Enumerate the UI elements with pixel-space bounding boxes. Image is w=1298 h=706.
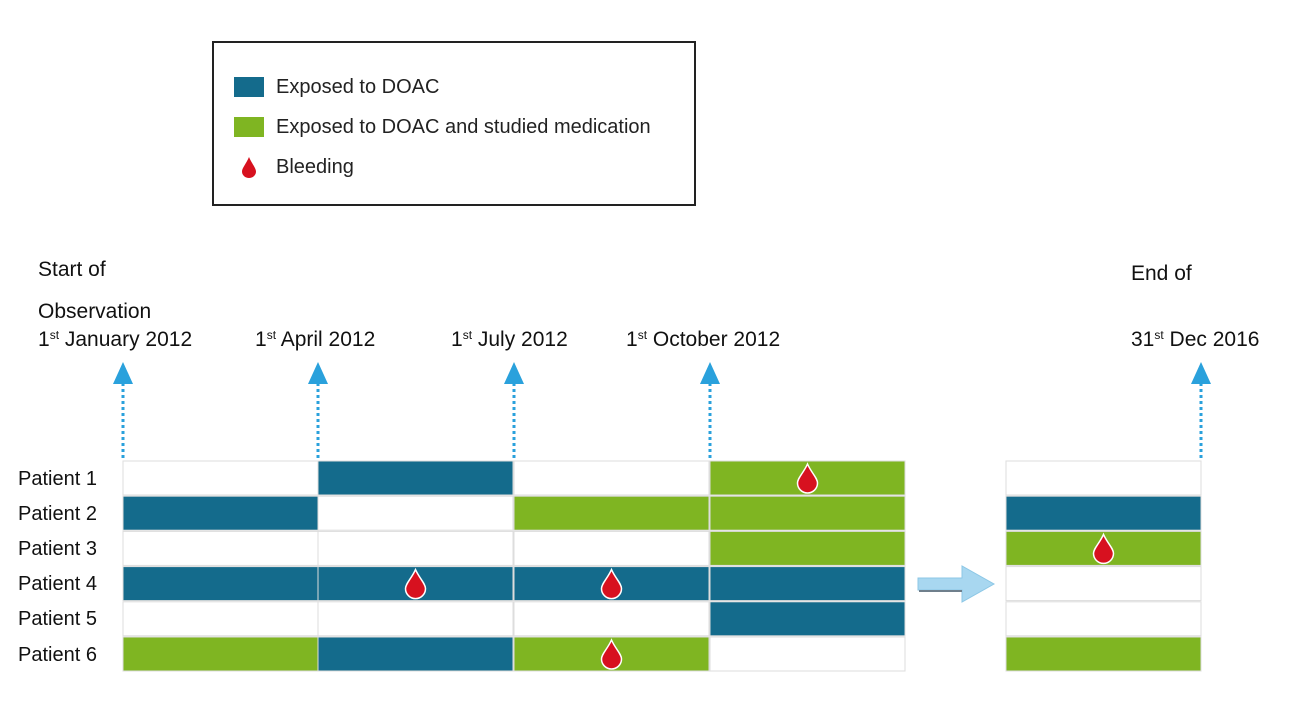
cell-p1-c2: [317, 460, 514, 496]
cell-p3-c4: [709, 530, 906, 566]
legend-item-studied: Exposed to DOAC and studied medication: [234, 115, 651, 139]
cell-p5-c3: [513, 601, 710, 637]
date-label-oct-2012: 1st October 2012: [626, 328, 781, 351]
patient-label-5: Patient 5: [18, 608, 97, 630]
legend-box: Exposed to DOAC Exposed to DOAC and stud…: [212, 41, 696, 206]
cell-p6-c2: [317, 636, 514, 672]
legend-label-studied: Exposed to DOAC and studied medication: [276, 115, 651, 138]
up-arrow-icon: [504, 362, 524, 384]
bleeding-drop-icon: [1092, 532, 1115, 565]
cell-p4-c4: [709, 566, 906, 602]
cell-p6-tail: [1005, 636, 1202, 672]
patient-label-3: Patient 3: [18, 538, 97, 560]
cell-p3-c2: [317, 530, 514, 566]
start-of-label: Start of: [38, 258, 106, 281]
legend-label-doac: Exposed to DOAC: [276, 75, 440, 98]
cell-p1-tail: [1005, 460, 1202, 496]
cell-p2-c2: [317, 495, 514, 531]
right-arrow-icon: [917, 565, 996, 603]
cell-p2-tail: [1005, 495, 1202, 531]
legend-item-doac: Exposed to DOAC: [234, 75, 439, 99]
up-arrow-icon: [700, 362, 720, 384]
bleeding-drop-icon: [600, 567, 623, 600]
patient-label-1: Patient 1: [18, 468, 97, 490]
date-label-jul-2012: 1st July 2012: [451, 328, 568, 351]
cell-p5-c2: [317, 601, 514, 637]
cell-p1-c1: [122, 460, 319, 496]
cell-p2-c3: [513, 495, 710, 531]
observation-label: Observation: [38, 300, 152, 323]
up-arrow-icon: [1191, 362, 1211, 384]
legend-label-bleeding: Bleeding: [276, 155, 354, 178]
cell-p1-c3: [513, 460, 710, 496]
cell-p5-c4: [709, 601, 906, 637]
end-of-label: End of: [1131, 262, 1192, 285]
up-arrow-icon: [308, 362, 328, 384]
cell-p6-c1: [122, 636, 319, 672]
cell-p3-c3: [513, 530, 710, 566]
legend-swatch-studied: [234, 117, 264, 137]
cell-p5-c1: [122, 601, 319, 637]
blood-drop-icon: [234, 156, 264, 178]
date-label-apr-2012: 1st April 2012: [255, 328, 376, 351]
cell-p4-c1: [122, 566, 319, 602]
cell-p2-c1: [122, 495, 319, 531]
bleeding-drop-icon: [404, 567, 427, 600]
cell-p6-c4: [709, 636, 906, 672]
bleeding-drop-icon: [796, 462, 819, 494]
cell-p3-c1: [122, 530, 319, 566]
legend-swatch-doac: [234, 77, 264, 97]
bleeding-drop-icon: [600, 638, 623, 670]
patient-label-4: Patient 4: [18, 573, 97, 595]
date-label-dec-2016: 31st Dec 2016: [1131, 328, 1260, 351]
up-arrow-icon: [113, 362, 133, 384]
cell-p4-tail: [1005, 566, 1202, 602]
patient-label-2: Patient 2: [18, 503, 97, 525]
patient-label-6: Patient 6: [18, 644, 97, 666]
date-label-jan-2012: 1st January 2012: [38, 328, 193, 351]
cell-p2-c4: [709, 495, 906, 531]
legend-item-bleeding: Bleeding: [234, 155, 354, 179]
cell-p5-tail: [1005, 601, 1202, 637]
